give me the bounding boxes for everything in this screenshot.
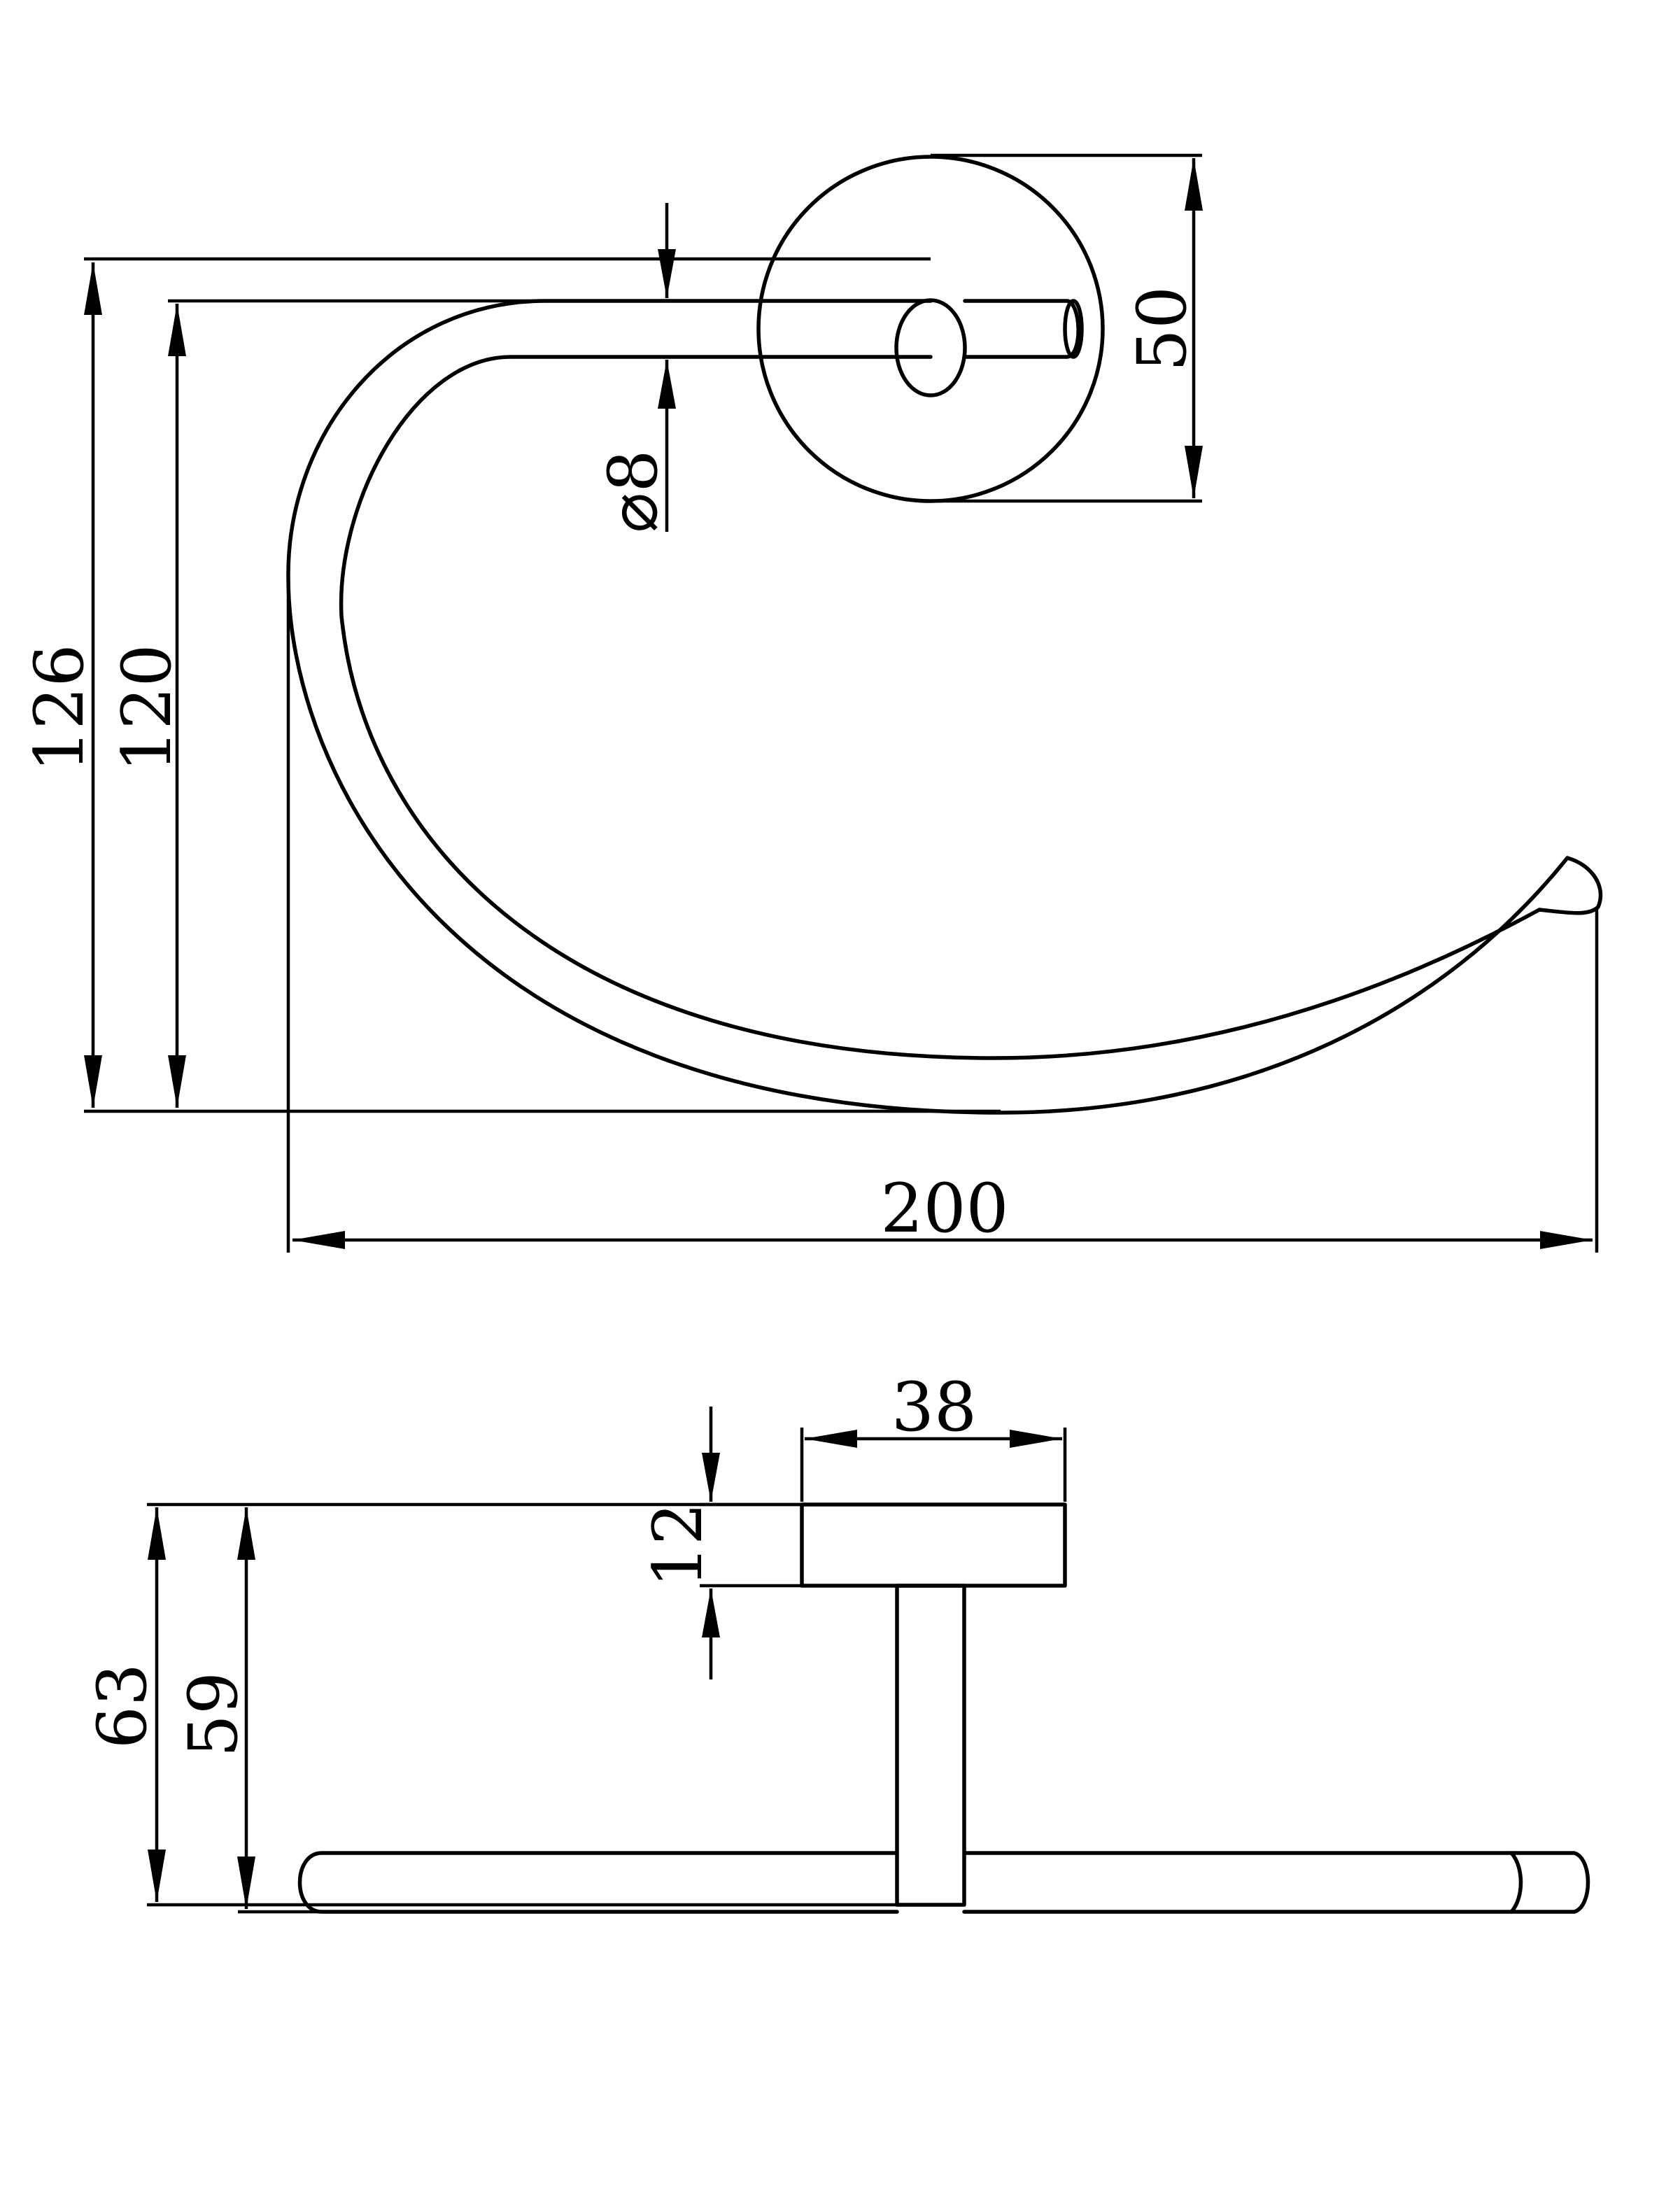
top-view: 38 12 63 59 bbox=[83, 1368, 1590, 1914]
front-ring-tip bbox=[1537, 856, 1603, 915]
front-rod-end bbox=[894, 298, 967, 397]
top-flange-block bbox=[800, 1502, 1067, 1588]
front-ring-inner bbox=[339, 355, 1541, 1060]
dim-overall-width-label: 200 bbox=[880, 1169, 1008, 1248]
dim-overall-height-label: 126 bbox=[20, 644, 99, 772]
top-post bbox=[895, 1584, 966, 1907]
top-bar bbox=[297, 1851, 899, 1914]
dim-overall-height bbox=[84, 257, 1001, 1113]
front-rod-stub-cap bbox=[1063, 299, 1084, 359]
dim-bar-height bbox=[168, 299, 546, 1108]
dim-bar-depth-label: 59 bbox=[174, 1672, 253, 1757]
dim-flange-diameter bbox=[931, 153, 1203, 503]
top-bar-tip-line bbox=[1509, 1851, 1523, 1914]
dim-flange-thickness-label: 12 bbox=[639, 1502, 717, 1588]
front-flange-outline bbox=[756, 155, 1105, 503]
dim-overall-depth bbox=[147, 1502, 897, 1907]
dim-rod-diameter-label: ⌀8 bbox=[594, 450, 672, 533]
dim-flange-diameter-label: 50 bbox=[1123, 286, 1201, 372]
front-ring-outer bbox=[286, 299, 1569, 1115]
top-bar-right bbox=[962, 1851, 1590, 1914]
dim-flange-width-label: 38 bbox=[891, 1368, 977, 1446]
dim-overall-width bbox=[286, 577, 1599, 1253]
front-rod-stub bbox=[963, 299, 1080, 359]
dim-bar-depth bbox=[237, 1507, 322, 1914]
dim-flange-width bbox=[800, 1428, 1067, 1502]
dim-rod-diameter bbox=[658, 203, 676, 532]
dim-overall-depth-label: 63 bbox=[83, 1663, 162, 1749]
dim-bar-height-label: 120 bbox=[108, 644, 186, 772]
front-view: 126 120 200 ⌀8 bbox=[20, 153, 1603, 1253]
